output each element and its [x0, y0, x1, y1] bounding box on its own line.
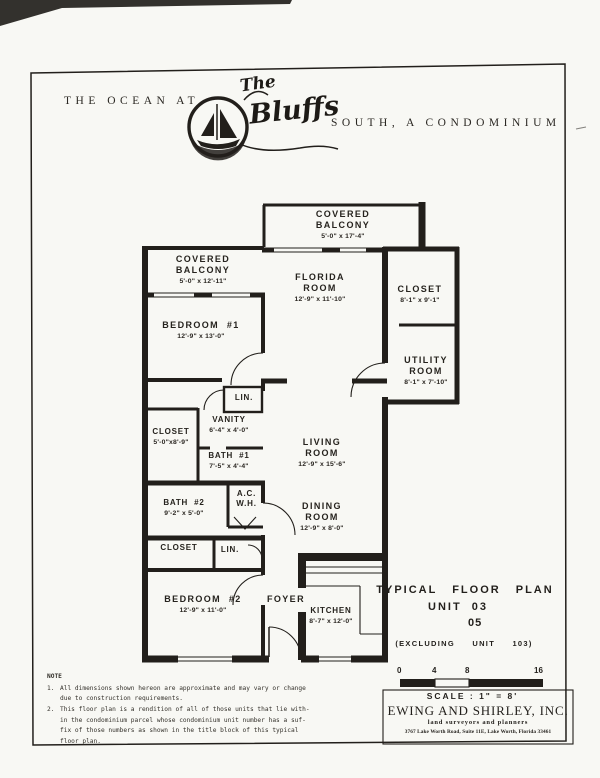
- surveyor-name: EWING AND SHIRLEY, INC.: [387, 703, 569, 718]
- room-label-dining-room: DINING ROOM 12'-9" x 8'-0": [300, 501, 344, 532]
- surveyor-box: [382, 689, 574, 745]
- room-label-linen-upper: LIN.: [234, 393, 254, 402]
- room-label-covered-balcony-left: COVERED BALCONY 5'-0" x 12'-11": [175, 254, 231, 285]
- project-title-prefix: THE OCEAN AT: [64, 95, 200, 107]
- note-heading: NOTE: [47, 673, 62, 680]
- scale-bar: [400, 678, 543, 688]
- room-label-living-room: LIVING ROOM 12'-9" x 15'-6": [298, 437, 346, 468]
- room-label-bedroom-2: BEDROOM #2 12'-9" x 11'-0": [164, 594, 242, 614]
- room-label-kitchen: KITCHEN 8'-7" x 12'-0": [309, 606, 353, 625]
- room-label-bath-1: BATH #1 7'-5" x 4'-4": [208, 451, 250, 470]
- title-block-unit-2: 05: [468, 617, 483, 629]
- room-label-bedroom-1: BEDROOM #1 12'-9" x 13'-0": [162, 320, 240, 340]
- note-item-1: 1. All dimensions shown hereon are appro…: [47, 684, 306, 703]
- surveyor-address: 3767 Lake Worth Road, Suite 11E, Lake Wo…: [404, 729, 552, 735]
- door-arcs: [203, 352, 386, 660]
- room-label-linen-lower: LIN.: [220, 545, 240, 554]
- sheet-frame: [30, 63, 567, 746]
- scan-artifact: [0, 0, 587, 130]
- surveyor-tagline: land surveyors and planners: [427, 719, 529, 726]
- note-block: NOTE 1. All dimensions shown hereon are …: [47, 672, 337, 748]
- scale-tick-8: 8: [465, 666, 470, 675]
- windows: [154, 247, 366, 662]
- title-block-excluding: (EXCLUDING UNIT 103): [395, 639, 533, 648]
- room-label-florida-room: FLORIDA ROOM 12'-9" x 11'-10": [294, 272, 346, 303]
- room-label-closet-mid: CLOSET 5'-0"x8'-9": [152, 427, 190, 446]
- title-block-plan-name: TYPICAL FLOOR PLAN: [376, 584, 554, 596]
- room-label-utility-room: UTILITY ROOM 8'-1" x 7'-10": [404, 355, 448, 386]
- scale-tick-0: 0: [397, 666, 402, 675]
- project-title-suffix: SOUTH, A CONDOMINIUM: [331, 117, 561, 129]
- scale-tick-4: 4: [432, 666, 437, 675]
- scale-label: SCALE : 1" = 8': [426, 691, 519, 701]
- room-label-ac-wh: A.C. W.H.: [236, 489, 257, 508]
- room-label-bath-2: BATH #2 9'-2" x 5'-0": [163, 498, 205, 517]
- sailboat-logo-icon: [187, 90, 339, 161]
- title-block-unit: UNIT 03: [428, 601, 489, 613]
- note-item-2: 2. This floor plan is a rendition of all…: [47, 705, 310, 745]
- room-label-covered-balcony-top: COVERED BALCONY 5'-0" x 17'-4": [315, 209, 371, 240]
- room-label-closet-bottom: CLOSET: [160, 543, 198, 552]
- room-label-closet-right: CLOSET 8'-1" x 9'-1": [397, 284, 443, 304]
- scale-tick-16: 16: [534, 666, 543, 675]
- walls: [142, 202, 460, 663]
- room-label-vanity: VANITY 6'-4" x 4'-0": [209, 415, 249, 434]
- room-label-foyer: FOYER: [266, 594, 305, 604]
